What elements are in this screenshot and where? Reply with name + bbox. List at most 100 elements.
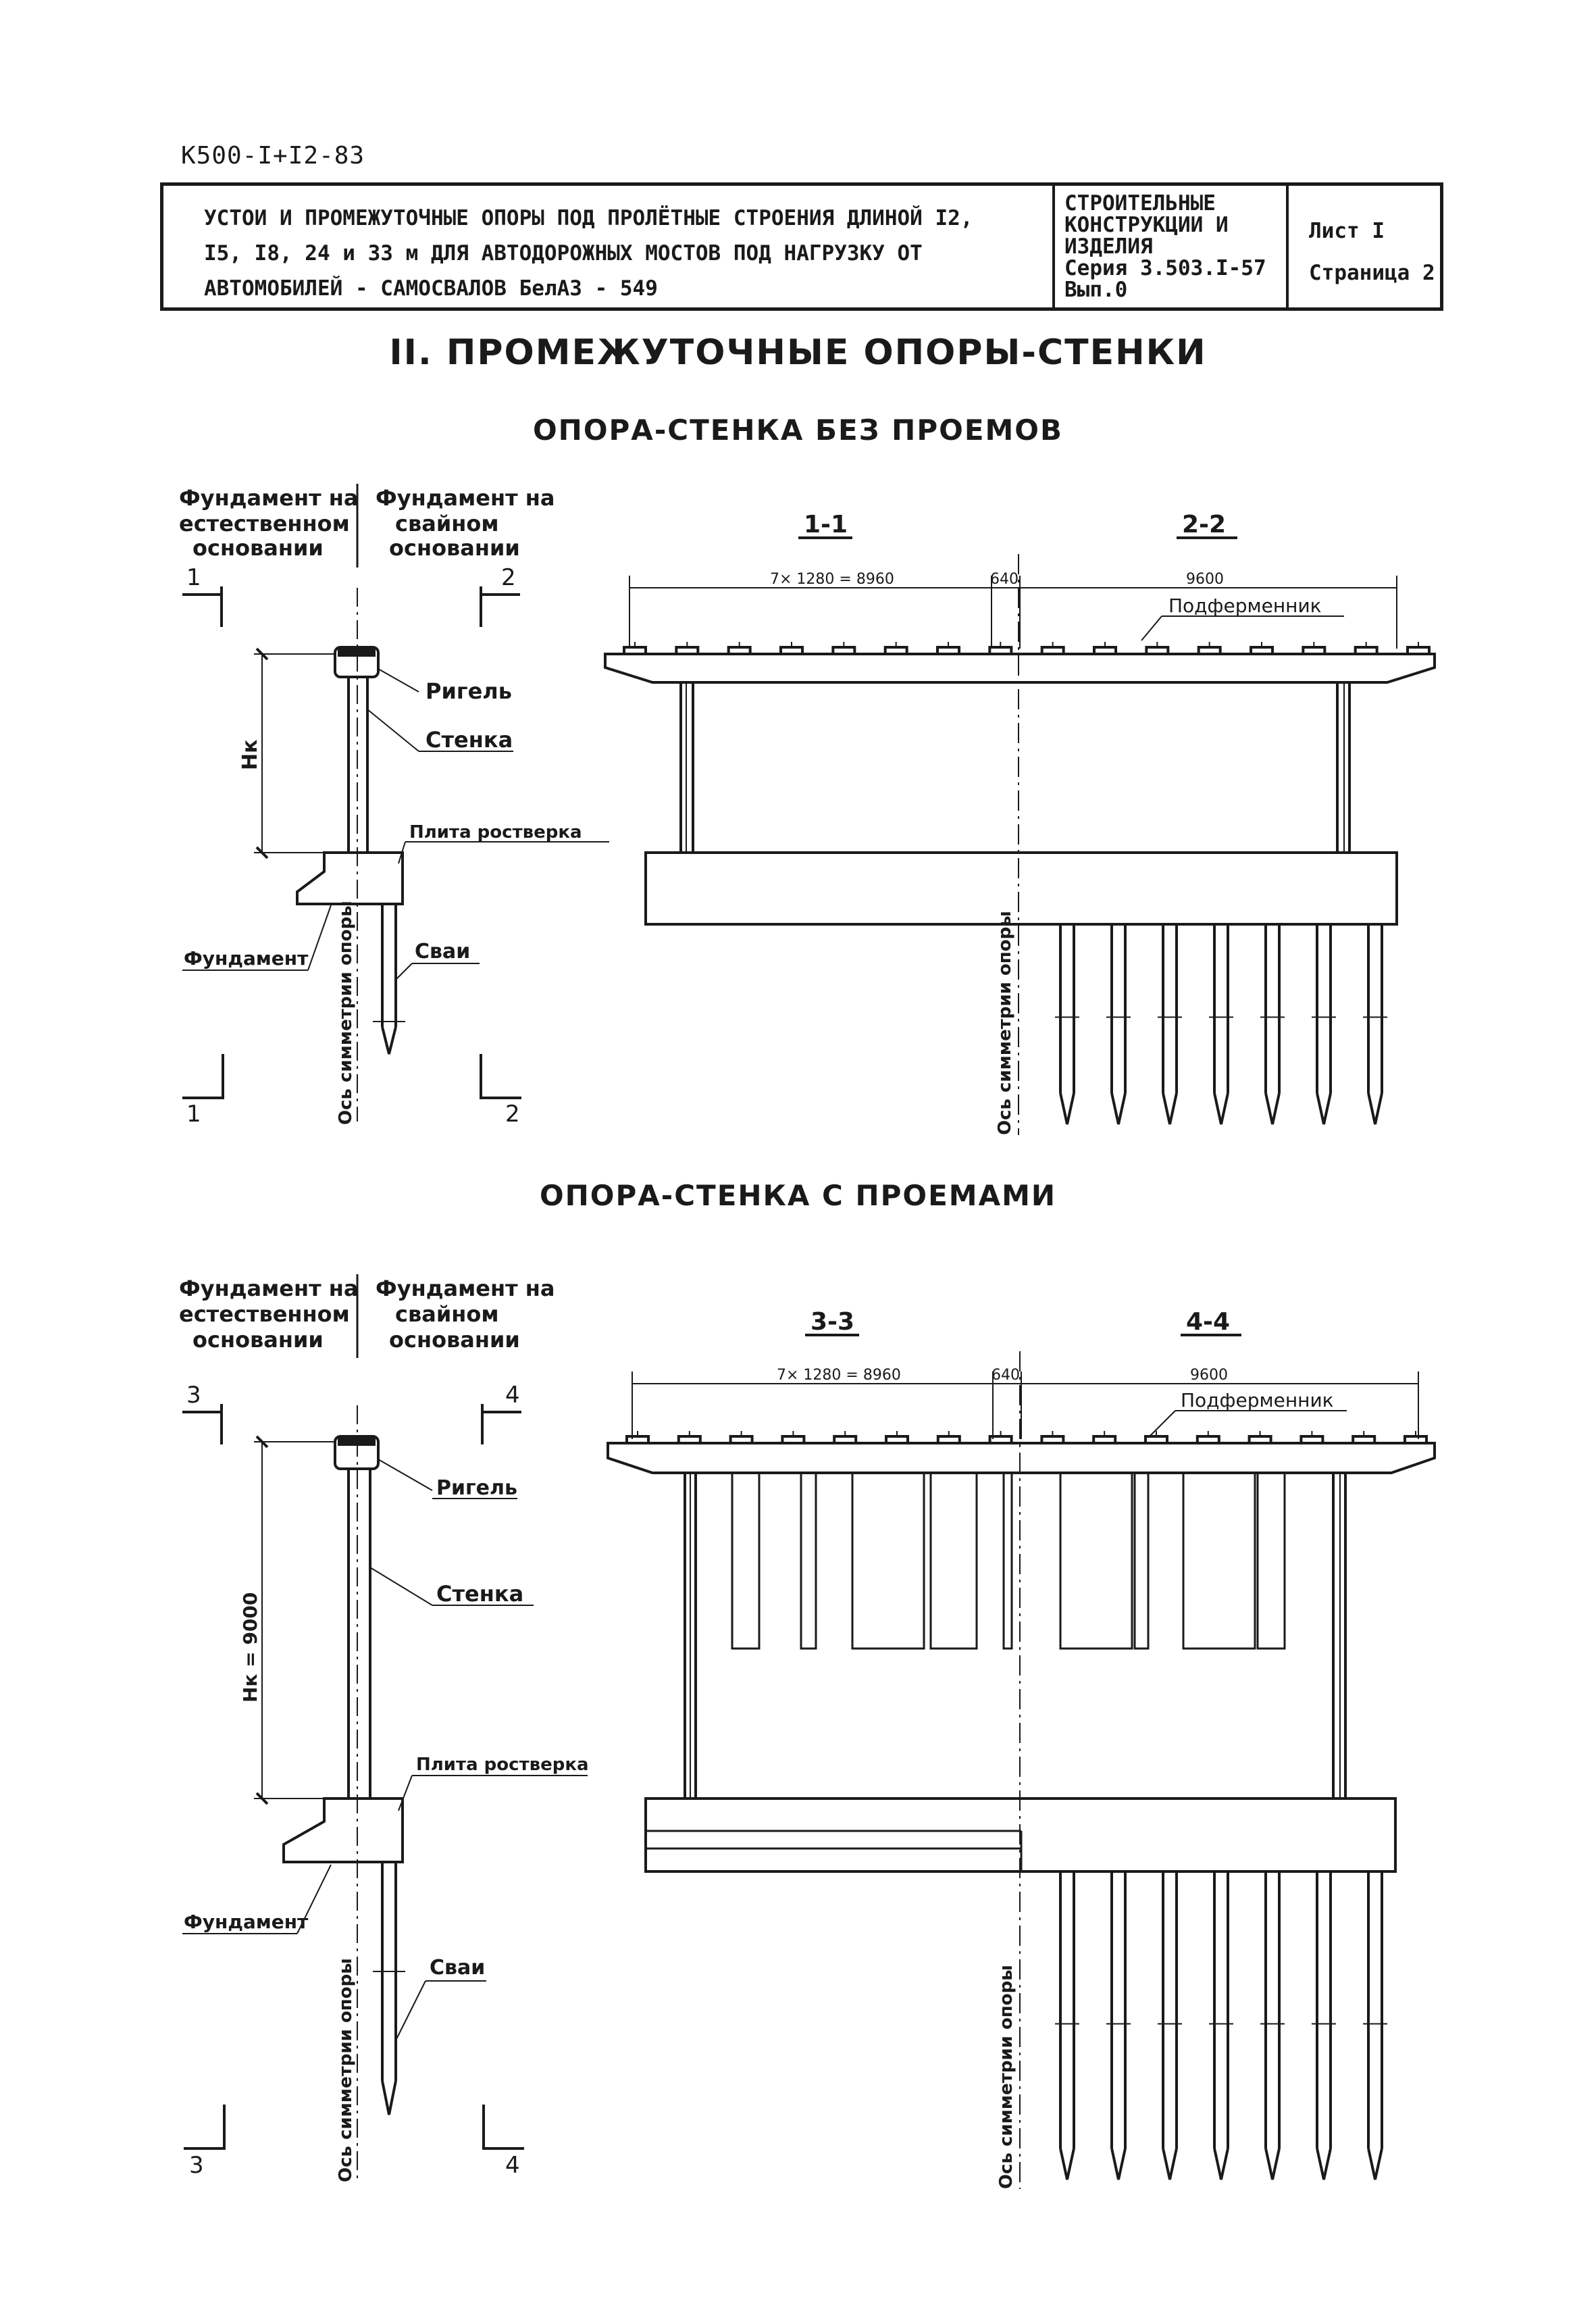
top-wall-label: Стенка xyxy=(426,727,513,753)
top-foundation-label: Фундамент xyxy=(184,947,309,970)
top-cut-1-upper-label: 1 xyxy=(186,564,201,591)
bottom-piles-label: Сваи xyxy=(430,1956,485,1980)
top-pile-label-2: свайном xyxy=(395,511,498,536)
series-cell: СТРОИТЕЛЬНЫЕ КОНСТРУКЦИИ И ИЗДЕЛИЯ Серия… xyxy=(1055,186,1289,307)
bottom-slab-label: Плита ростверка xyxy=(416,1755,589,1775)
top-natural-label-3: основании xyxy=(192,535,324,561)
bottom-slab-leader xyxy=(398,1775,413,1811)
top-bearing-label: Подферменник xyxy=(1168,595,1322,617)
top-pile-label-1: Фундамент на xyxy=(376,485,555,511)
top-heading: ОПОРА-СТЕНКА БЕЗ ПРОЕМОВ xyxy=(532,413,1064,447)
top-bearing-5 xyxy=(831,646,856,655)
bottom-elev-axis-label: Ось симметрии опоры xyxy=(996,1965,1016,2189)
top-piles-label: Сваи xyxy=(415,940,470,963)
bottom-natural-label-2: естественном xyxy=(179,1301,350,1327)
bottom-bearings xyxy=(625,1431,1428,1444)
top-dim-left: 7× 1280 = 8960 xyxy=(770,571,894,588)
top-bearing-4 xyxy=(779,646,804,655)
bottom-natural-label-3: основании xyxy=(192,1327,324,1353)
top-piles-leader xyxy=(395,963,413,980)
top-bearing-1 xyxy=(623,646,647,655)
wall-opening-5 xyxy=(1002,1472,1013,1650)
top-pile-tip-1 xyxy=(1059,1092,1075,1125)
wall-opening-3 xyxy=(851,1472,925,1650)
bottom-bearing-6 xyxy=(885,1435,909,1444)
top-cap-beam xyxy=(604,653,1436,684)
top-section-b: 2-2 xyxy=(1182,511,1226,538)
bottom-bearing-11 xyxy=(1144,1435,1168,1444)
top-natural-label-1: Фундамент на xyxy=(179,485,359,511)
bottom-height-label: Hк = 9000 xyxy=(239,1592,261,1703)
series-line-1: СТРОИТЕЛЬНЫЕ xyxy=(1064,191,1216,216)
top-pile-tip xyxy=(381,1026,397,1055)
top-pile-cap xyxy=(644,851,1398,926)
series-line-5: Вып.0 xyxy=(1064,278,1128,302)
top-bearing-3 xyxy=(727,646,752,655)
bottom-pile-label-3: основании xyxy=(389,1327,520,1353)
bottom-bearing-7 xyxy=(936,1435,961,1444)
bottom-bearing-8 xyxy=(988,1435,1013,1444)
bottom-assembly: Фундамент на естественном основании Фунд… xyxy=(179,1274,1436,2189)
top-bearing-11 xyxy=(1145,646,1170,655)
bottom-bearing-1 xyxy=(625,1435,650,1444)
wall-opening-6 xyxy=(1059,1472,1133,1650)
top-elev-axis-label: Ось симметрии опоры xyxy=(995,911,1015,1135)
top-bearing-10 xyxy=(1093,646,1117,655)
top-bearing-12 xyxy=(1197,646,1222,655)
bottom-bearing-10 xyxy=(1092,1435,1117,1444)
top-slab-label: Плита ростверка xyxy=(409,822,582,842)
top-rigel-leader xyxy=(378,668,419,693)
bottom-bearing-13 xyxy=(1247,1435,1272,1444)
bottom-piles-leader xyxy=(395,1980,426,2041)
bottom-rigel-cap xyxy=(338,1436,376,1446)
bottom-wall-openings xyxy=(731,1472,1286,1650)
bottom-bearing-12 xyxy=(1195,1435,1220,1444)
wall-opening-2 xyxy=(800,1472,817,1650)
bottom-wall-label: Стенка xyxy=(436,1581,523,1607)
wall-opening-4 xyxy=(929,1472,978,1650)
top-bearing-leader xyxy=(1141,615,1162,641)
top-bearing-8 xyxy=(988,646,1013,655)
bottom-bearing-16 xyxy=(1404,1435,1428,1444)
bottom-heading: ОПОРА-СТЕНКА С ПРОЕМАМИ xyxy=(539,1179,1057,1212)
top-pile-label-3: основании xyxy=(389,535,520,561)
bottom-cut-4-upper-label: 4 xyxy=(505,1382,520,1409)
top-assembly: Фундамент на естественном основании Фунд… xyxy=(179,484,1436,1135)
bottom-side-axis-label: Ось симметрии опоры xyxy=(336,1958,356,2182)
top-bearing-13 xyxy=(1250,646,1274,655)
bottom-section-b: 4-4 xyxy=(1186,1308,1230,1336)
top-dim-mid: 640 xyxy=(990,571,1019,588)
bottom-bearing-4 xyxy=(781,1435,806,1444)
top-piles xyxy=(1055,924,1387,1125)
top-natural-label-2: естественном xyxy=(179,511,350,536)
top-cut-1-lower-label: 1 xyxy=(186,1101,201,1128)
top-cut-2-upper-label: 2 xyxy=(501,564,516,591)
section-title: II. ПРОМЕЖУТОЧНЫЕ ОПОРЫ-СТЕНКИ xyxy=(389,332,1207,373)
series-line-3: ИЗДЕЛИЯ xyxy=(1064,234,1153,259)
bottom-wall-leader xyxy=(369,1567,433,1606)
top-dim-right: 9600 xyxy=(1186,571,1224,588)
top-side-axis-label: Ось симметрии опоры xyxy=(336,901,356,1125)
bottom-pile-tip-4 xyxy=(1213,2148,1229,2180)
bottom-section-a: 3-3 xyxy=(810,1308,854,1336)
top-bearing-6 xyxy=(883,646,908,655)
top-section-a: 1-1 xyxy=(804,511,848,538)
top-pile-tip-5 xyxy=(1264,1092,1281,1125)
bottom-pile-tip-7 xyxy=(1367,2148,1383,2180)
top-rigel-label: Ригель xyxy=(426,678,512,704)
bottom-foundation xyxy=(282,1797,404,1863)
top-bearing-16 xyxy=(1406,646,1431,655)
title-block: УСТОИ И ПРОМЕЖУТОЧНЫЕ ОПОРЫ ПОД ПРОЛЁТНЫ… xyxy=(160,182,1443,311)
bottom-piles xyxy=(1055,1871,1387,2180)
top-bearing-7 xyxy=(936,646,960,655)
sheet-number: Лист I xyxy=(1309,219,1385,243)
series-line-4: Серия 3.503.I-57 xyxy=(1064,256,1266,280)
bottom-cut-4-lower-label: 4 xyxy=(505,2152,520,2179)
series-line-2: КОНСТРУКЦИИ И xyxy=(1064,213,1229,237)
top-rigel-cap xyxy=(338,647,376,657)
bottom-foundation-leader xyxy=(297,1864,332,1934)
title-line-2: I5, I8, 24 и 33 м ДЛЯ АВТОДОРОЖНЫХ МОСТО… xyxy=(204,241,923,266)
bottom-bearing-leader xyxy=(1148,1410,1176,1438)
wall-opening-9 xyxy=(1256,1472,1286,1650)
